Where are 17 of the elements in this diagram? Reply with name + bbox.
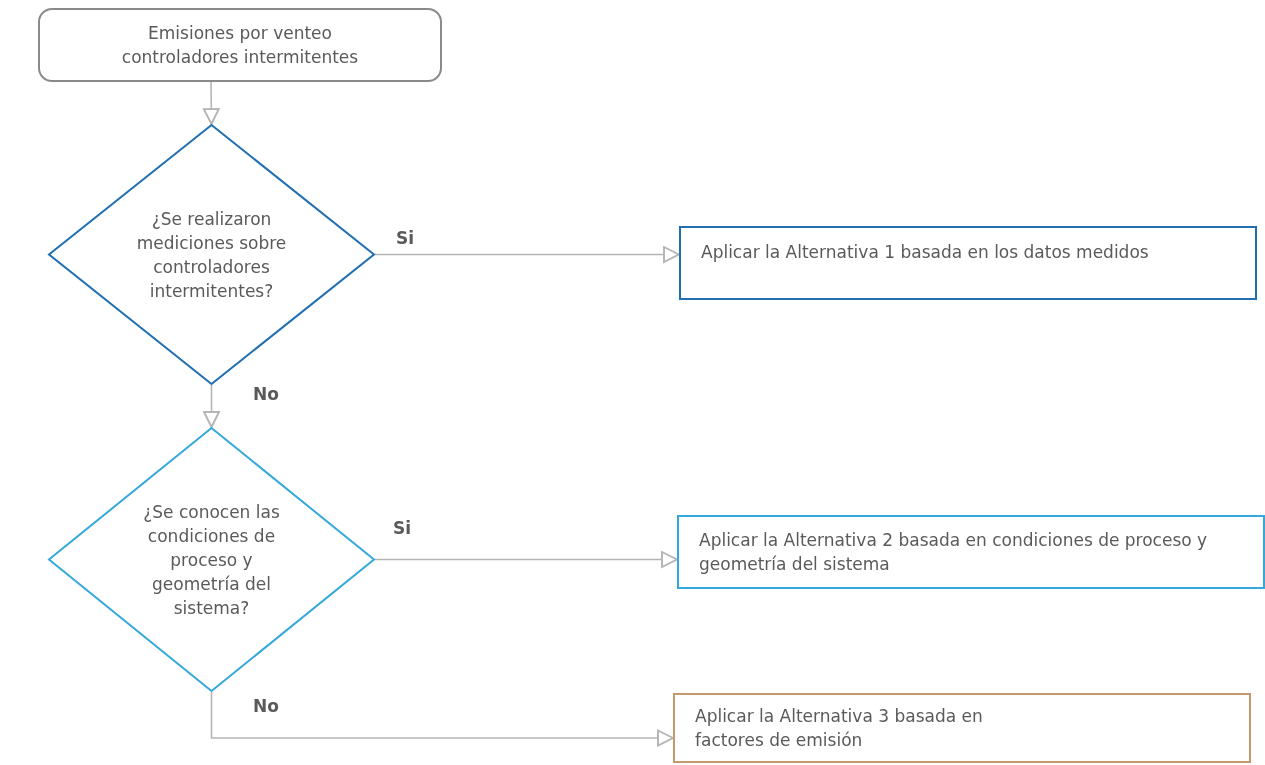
decision-diamond [48,427,375,692]
decision-text: ¿Se realizaron mediciones sobre controladores intermitentes? [135,207,288,303]
process-text: Aplicar la Alternativa 3 basada en factores de emisión [695,705,984,752]
decision-diamond [48,124,375,385]
arrow [210,691,674,747]
process-box [677,515,1265,589]
start-box [38,8,442,82]
arrow [374,246,680,263]
process-text: Aplicar la Alternativa 2 basada en condiciones de proceso y geometría del sistema [699,529,1209,576]
process-text: Aplicar la Alternativa 1 basada en los datos medidos [701,241,1150,264]
start-text: Emisiones por venteo controladores intermitentes [120,22,360,69]
decision-text: ¿Se conocen las condiciones de proceso y geometría del sistema? [142,500,281,620]
arrow [203,384,220,428]
arrow [374,551,678,568]
arrow [202,81,220,125]
process-box [679,226,1257,300]
process-box [673,693,1251,763]
